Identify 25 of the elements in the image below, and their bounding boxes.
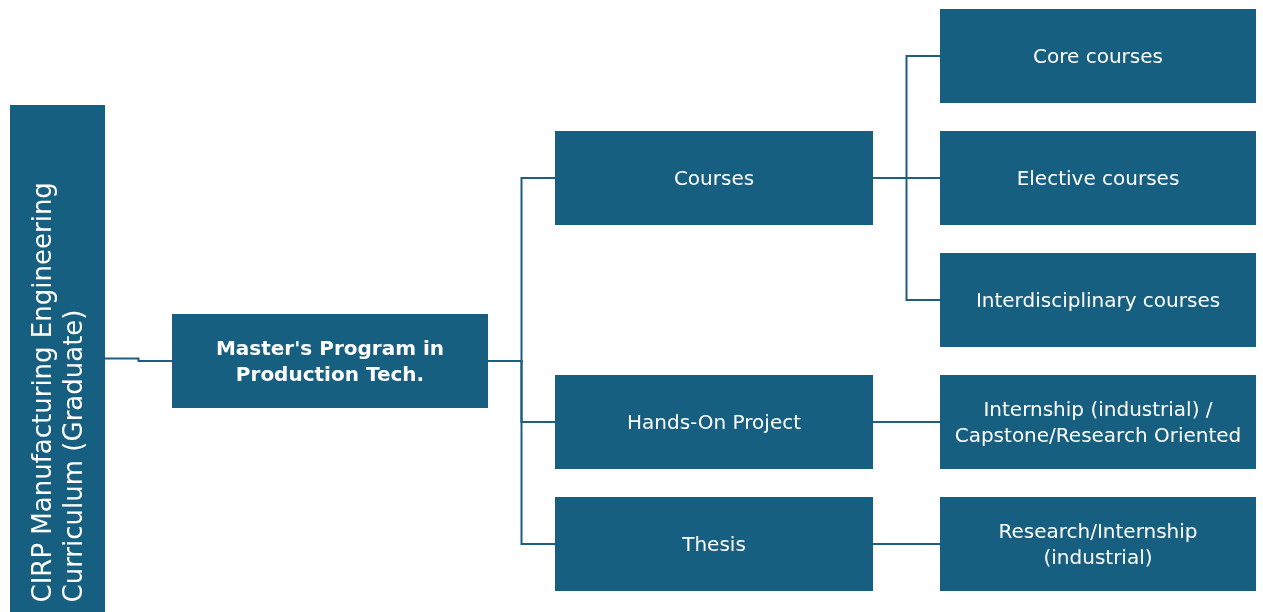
box-label: Interdisciplinary courses — [975, 287, 1221, 313]
process-box — [555, 131, 873, 225]
title-bar — [10, 105, 105, 612]
box-label: Hands-On Project — [626, 409, 802, 435]
process-box — [555, 375, 873, 469]
box-label: Elective courses — [1016, 165, 1180, 191]
process-box — [940, 375, 1256, 469]
box-label: Internship (industrial) / Capstone/Research Oriented — [953, 396, 1243, 448]
connector-line — [872, 177, 941, 301]
connector-line — [104, 357, 173, 362]
process-box — [940, 9, 1256, 103]
process-box — [940, 497, 1256, 591]
box-label: Courses — [673, 165, 755, 191]
process-box — [555, 497, 873, 591]
process-box — [940, 131, 1256, 225]
title-text: CIRP Manufacturing Engineering Curriculum (Graduate) — [26, 180, 89, 602]
process-box — [172, 314, 488, 408]
box-label: Research/Internship (industrial) — [997, 518, 1199, 570]
box-label: Thesis — [682, 531, 746, 557]
connector-line — [872, 421, 941, 423]
box-label: Master's Program in Production Tech. — [214, 335, 446, 387]
box-label: Core courses — [1033, 43, 1163, 69]
connector-line — [872, 543, 941, 545]
process-box — [940, 253, 1256, 347]
connector-line — [487, 360, 556, 545]
